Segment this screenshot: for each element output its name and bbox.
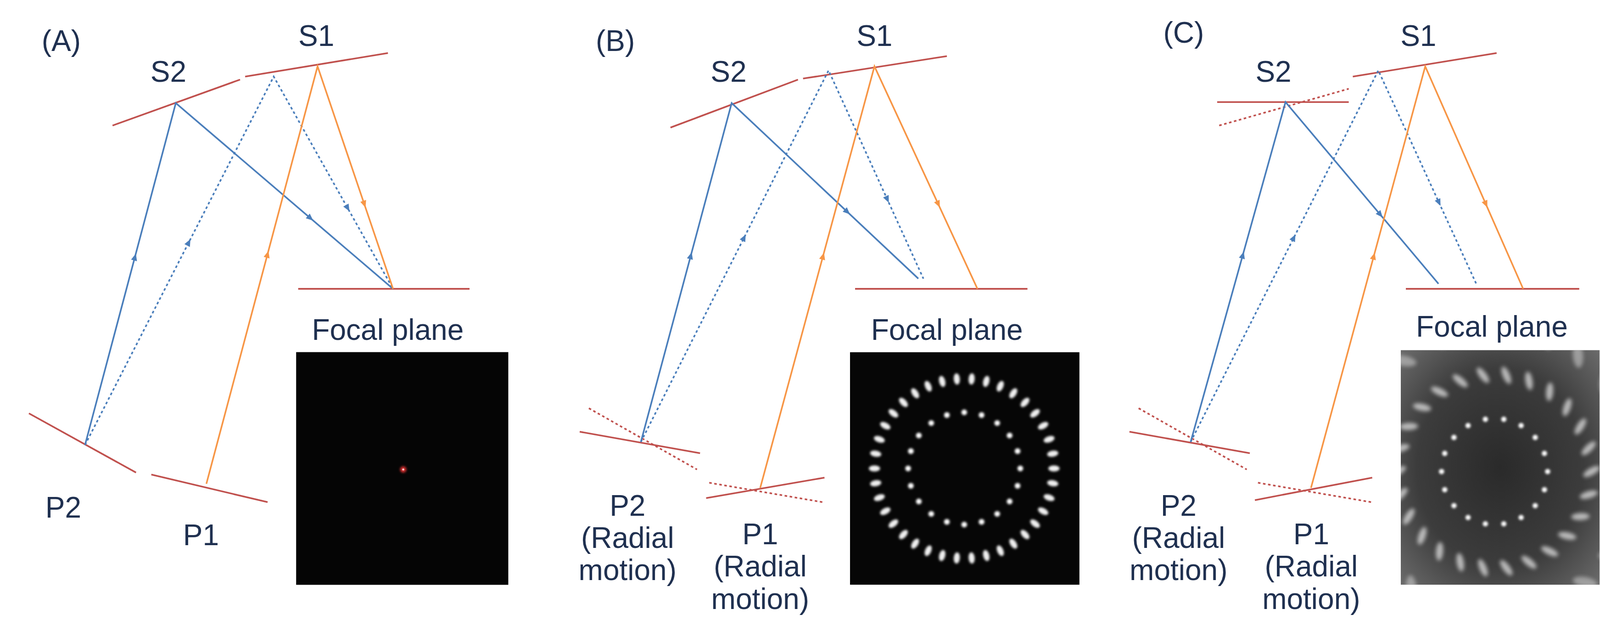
mirror-line [1258, 482, 1372, 502]
ray-arrowhead [1434, 197, 1441, 206]
mirror-line [1352, 53, 1497, 77]
part-label: S1 [856, 19, 893, 52]
mirror-line [579, 431, 700, 454]
mirror-line [151, 474, 268, 502]
light-ray [640, 102, 918, 442]
part-label: (B) [595, 24, 635, 57]
focal-spot [402, 468, 404, 470]
light-ray [760, 66, 978, 488]
part-label: Focal plane [871, 313, 1024, 346]
part-label: P2 (Radial motion) [1123, 489, 1234, 587]
part-label: S2 [150, 55, 187, 88]
ray-arrowhead [360, 199, 367, 208]
ray-arrowhead [1289, 234, 1296, 242]
part-label: P2 [45, 491, 82, 524]
part-label: Focal plane [1415, 310, 1568, 343]
ray-arrowhead [263, 250, 270, 259]
focal-images [296, 316, 1600, 627]
ray-arrowhead [883, 195, 890, 203]
light-ray [640, 70, 924, 442]
ray-arrowhead [934, 199, 940, 208]
part-label: P2 (Radial motion) [572, 489, 683, 587]
ray-arrowhead [343, 203, 350, 212]
mirror-line [298, 287, 470, 290]
mirror-line [855, 287, 1028, 290]
ray-arrowhead [184, 239, 191, 247]
mirror-line [1129, 431, 1250, 454]
rays [84, 66, 1523, 488]
part-label: S1 [1400, 19, 1437, 52]
ray-arrowhead [1370, 252, 1377, 261]
part-label: P1 (Radial motion) [704, 517, 816, 615]
mirrors [28, 53, 1580, 503]
part-label: (A) [41, 24, 81, 57]
mirror-line [588, 408, 698, 470]
part-label: (C) [1163, 16, 1205, 49]
ray-arrowhead [819, 252, 826, 261]
ray-arrowhead [739, 234, 746, 242]
part-label: Focal plane [311, 313, 464, 346]
light-ray [1190, 70, 1477, 442]
part-label: S2 [1255, 55, 1292, 88]
mirror-line [1217, 100, 1349, 103]
ray-arrowhead [305, 213, 314, 221]
light-ray [84, 76, 393, 445]
part-label: S2 [710, 55, 747, 88]
focal-spot [400, 466, 407, 473]
mirror-line [709, 482, 823, 502]
ray-arrowhead [1481, 199, 1488, 208]
camera-image [296, 352, 509, 585]
ray-arrowhead [842, 206, 851, 215]
mirror-line [1405, 287, 1580, 290]
ray-arrowhead [687, 251, 694, 260]
light-ray [1310, 66, 1523, 488]
camera-image [850, 352, 1080, 585]
mirror-line [706, 477, 825, 498]
part-label: S1 [298, 19, 335, 52]
part-label: P1 [183, 518, 219, 551]
camera-image [1400, 349, 1600, 585]
part-label: P1 (Radial motion) [1256, 517, 1367, 615]
ray-arrowhead [1238, 251, 1245, 260]
light-ray [206, 66, 394, 484]
ray-arrowhead [131, 253, 138, 262]
mirror-line [1138, 408, 1248, 470]
mirror-line [28, 413, 136, 473]
ray-arrowhead [1375, 209, 1383, 218]
